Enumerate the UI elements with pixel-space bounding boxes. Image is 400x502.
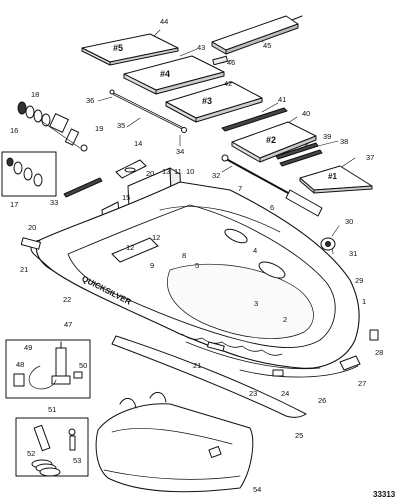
callout-12b: 12 — [126, 243, 135, 252]
callout-49: 49 — [24, 343, 33, 352]
callout-53: 53 — [73, 456, 82, 465]
callout-39: 39 — [323, 132, 332, 141]
callout-4: 4 — [253, 246, 258, 255]
pad-14 — [115, 159, 147, 179]
callout-30: 30 — [345, 217, 354, 226]
callout-35: 35 — [117, 121, 126, 130]
callout-13: 13 — [162, 167, 171, 176]
board-label-1: #1 — [328, 172, 337, 181]
board-label-4: #4 — [160, 69, 171, 79]
drawing-number: 33313 — [373, 490, 396, 499]
strip-33 — [63, 177, 103, 198]
callout-3: 3 — [254, 299, 259, 308]
callout-43: 43 — [197, 43, 206, 52]
board-label-3: #3 — [202, 96, 213, 106]
callout-26: 26 — [318, 396, 327, 405]
detail-box-o-rings — [1, 151, 57, 197]
callout-50: 50 — [79, 361, 88, 370]
part-46 — [212, 55, 229, 66]
boat-hull — [20, 181, 379, 378]
floor-board-3 — [165, 81, 263, 123]
callout-5: 5 — [195, 261, 200, 270]
callout-10: 10 — [186, 167, 195, 176]
callout-1: 1 — [362, 297, 367, 306]
callout-7: 7 — [238, 184, 243, 193]
callout-9: 9 — [150, 261, 155, 270]
callout-51: 51 — [48, 405, 57, 414]
callout-18: 18 — [31, 90, 40, 99]
stringer-41 — [221, 107, 288, 132]
floor-board-2 — [231, 121, 317, 163]
callout-31: 31 — [349, 249, 358, 258]
seat-45 — [211, 15, 303, 55]
callout-37: 37 — [366, 153, 375, 162]
callout-27: 27 — [358, 379, 367, 388]
callout-52: 52 — [27, 449, 36, 458]
callout-36: 36 — [86, 96, 95, 105]
callout-6: 6 — [270, 203, 275, 212]
callout-34: 34 — [176, 147, 185, 156]
floor-board-4 — [123, 55, 225, 95]
callout-8: 8 — [182, 251, 187, 260]
valve-assembly — [17, 101, 88, 152]
callout-2: 2 — [283, 315, 288, 324]
detail-box-pump — [5, 339, 91, 399]
callout-24: 24 — [281, 389, 290, 398]
callout-15: 15 — [122, 193, 131, 202]
callout-22: 22 — [63, 295, 72, 304]
board-label-2: #2 — [266, 135, 277, 145]
callout-45: 45 — [263, 41, 272, 50]
callout-11: 11 — [174, 167, 182, 176]
callout-23: 23 — [249, 389, 258, 398]
callout-32: 32 — [212, 171, 221, 180]
callout-16: 16 — [10, 126, 19, 135]
oar-32 — [221, 154, 323, 217]
callout-33: 33 — [50, 198, 59, 207]
callout-38: 38 — [340, 137, 349, 146]
callout-28: 28 — [375, 348, 384, 357]
callout-14: 14 — [134, 139, 143, 148]
floor-board-5 — [81, 33, 179, 66]
callout-44: 44 — [160, 17, 169, 26]
stringers-38-39 — [275, 142, 323, 167]
board-label-5: #5 — [113, 43, 124, 53]
callout-21a: 21 — [20, 265, 29, 274]
rub-strip-25 — [111, 335, 307, 418]
callout-21b: 21 — [193, 361, 202, 370]
callout-54: 54 — [253, 485, 262, 494]
callout-20a: 20 — [146, 169, 155, 178]
callout-20b: 20 — [28, 223, 37, 232]
callout-46: 46 — [227, 58, 236, 67]
floor-board-1 — [299, 165, 373, 194]
callout-25: 25 — [295, 431, 304, 440]
callout-48: 48 — [16, 360, 25, 369]
rod-35 — [112, 92, 187, 133]
storage-bag-54 — [95, 392, 254, 493]
callout-42: 42 — [224, 79, 233, 88]
callout-40: 40 — [302, 109, 311, 118]
part-36 — [109, 89, 115, 95]
callout-19: 19 — [95, 124, 104, 133]
callout-12a: 12 — [152, 233, 161, 242]
callout-29: 29 — [355, 276, 364, 285]
detail-box-repair-kit — [15, 417, 89, 477]
callout-47: 47 — [64, 320, 73, 329]
callout-41: 41 — [278, 95, 287, 104]
callout-17: 17 — [10, 200, 19, 209]
